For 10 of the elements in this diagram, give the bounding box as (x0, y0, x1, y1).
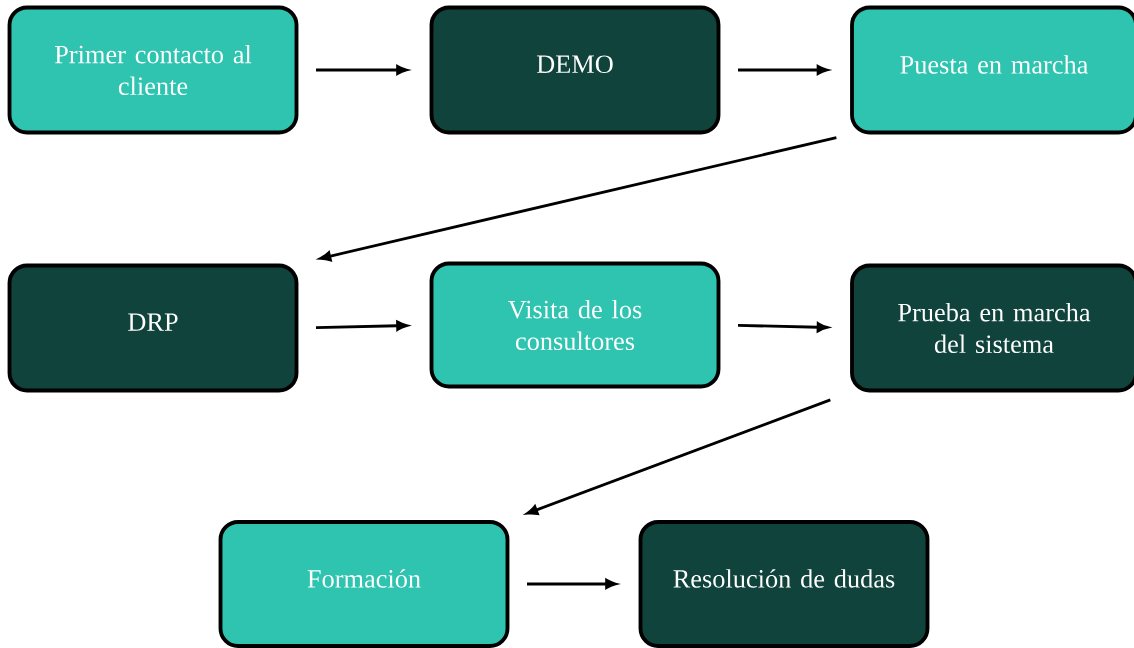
process-box: Visita de los consultores (429, 261, 721, 389)
process-box: Formación (218, 520, 510, 648)
process-box: Primer contacto al cliente (7, 5, 299, 135)
process-box: Prueba en marcha del sistema (850, 263, 1134, 393)
arrow (738, 64, 829, 76)
process-box: Resolución de dudas (638, 520, 930, 648)
process-box: Puesta en marcha (850, 5, 1134, 135)
arrow (526, 398, 831, 515)
process-box: DEMO (429, 5, 721, 135)
process-box: DRP (7, 263, 299, 393)
